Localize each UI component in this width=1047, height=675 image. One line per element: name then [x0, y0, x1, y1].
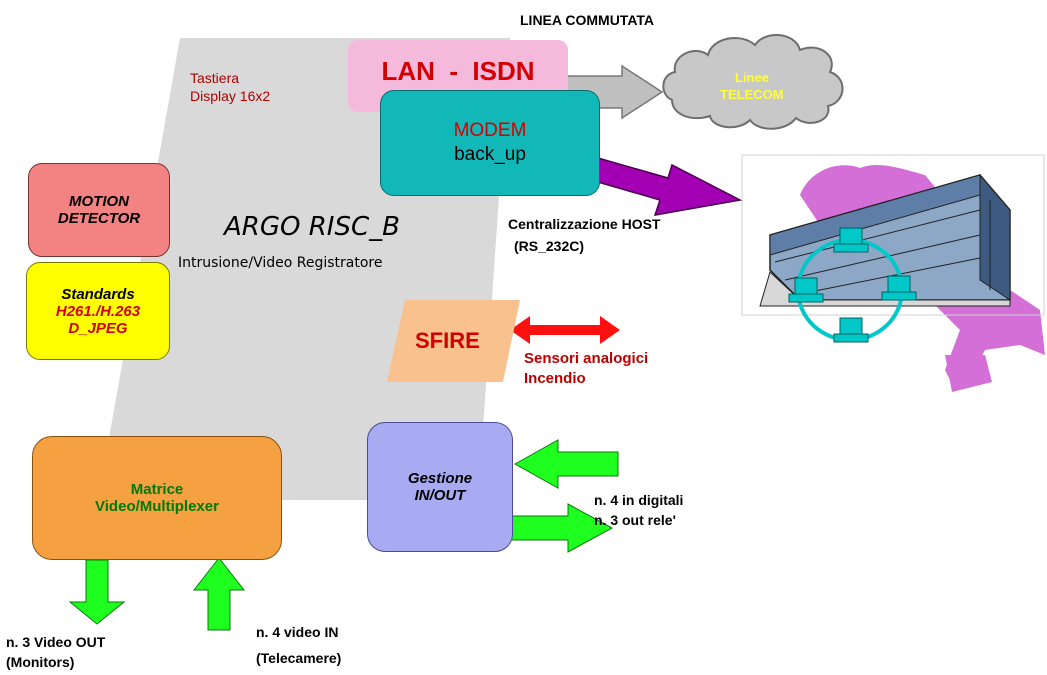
digital-in-arrow	[513, 439, 619, 489]
computer-terminal-icon	[788, 227, 917, 343]
digitali-in-label: n. 4 in digitali	[594, 492, 684, 508]
detector-label: DETECTOR	[57, 210, 141, 227]
telecamere-label: (Telecamere)	[256, 650, 342, 666]
sfire-shape	[387, 300, 520, 382]
motion-label: MOTION	[69, 193, 129, 210]
linea-commutata-label: LINEA COMMUTATA	[520, 12, 655, 28]
sensori-label: Sensori analogici	[524, 350, 649, 367]
modem-label: MODEM	[453, 120, 527, 141]
matrice-video-box: Matrice Video/Multiplexer	[32, 436, 282, 560]
video-in-label: n. 4 video IN	[256, 624, 339, 640]
djpeg-label: D_JPEG	[68, 319, 128, 337]
matrice-label: Matrice	[130, 481, 184, 498]
standards-box: Standards H261./H.263 D_JPEG	[26, 262, 170, 360]
modem-backup-label: back_up	[454, 144, 526, 165]
inout-label: IN/OUT	[414, 487, 466, 504]
digital-out-arrow	[507, 503, 614, 553]
rele-out-label: n. 3 out rele'	[594, 512, 676, 528]
modem-to-host-arrow	[597, 157, 743, 216]
centralizzazione-label: Centralizzazione HOST	[508, 216, 661, 232]
lan-isdn-label: LAN - ISDN	[381, 55, 535, 86]
video-out-label: n. 3 Video OUT	[6, 634, 106, 650]
sfire-sensori-arrow	[510, 316, 620, 344]
monitors-label: (Monitors)	[6, 654, 75, 670]
gestione-inout-box: Gestione IN/OUT	[367, 422, 513, 552]
display-label: Display 16x2	[190, 88, 271, 104]
video-out-arrow	[68, 559, 126, 625]
gestione-label: Gestione	[407, 470, 473, 487]
cloud-icon	[662, 33, 844, 130]
incendio-label: Incendio	[524, 370, 586, 387]
linee-label: Linee	[735, 70, 769, 85]
multiplexer-label: Video/Multiplexer	[95, 498, 219, 515]
h261-label: H261./H.263	[55, 302, 141, 320]
tastiera-label: Tastiera	[190, 70, 240, 86]
standards-label: Standards	[61, 285, 135, 303]
rs232-label: (RS_232C)	[514, 238, 585, 254]
argo-title: ARGO RISC_B	[224, 212, 400, 242]
telecom-label: TELECOM	[720, 87, 784, 102]
motion-detector-box: MOTION DETECTOR	[28, 163, 170, 257]
argo-subtitle: Intrusione/Video Registratore	[178, 255, 383, 271]
modem-box: MODEM back_up	[380, 90, 600, 196]
sfire-label: SFIRE	[415, 328, 480, 353]
video-in-arrow	[192, 557, 246, 631]
